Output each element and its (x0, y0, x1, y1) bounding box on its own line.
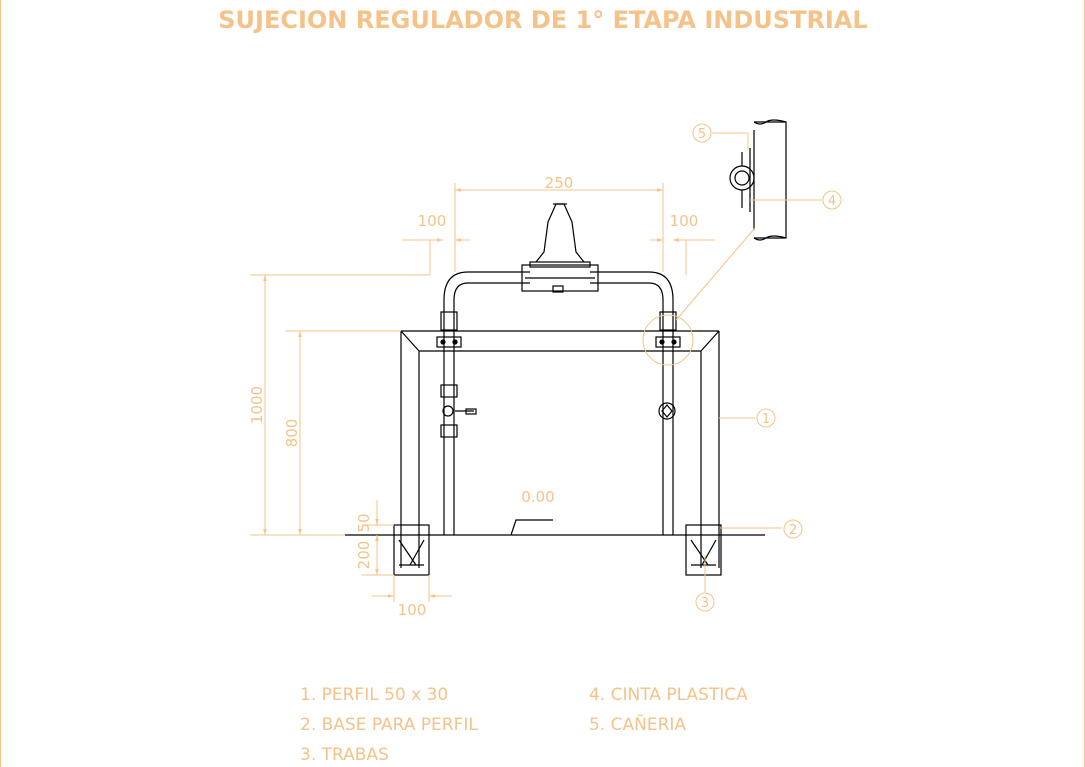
left-border-line (0, 0, 1, 767)
legend-item-5: 5. CAÑERIA (589, 713, 686, 735)
callout-1-label: 1 (762, 412, 770, 427)
base-left (393, 524, 430, 576)
drawing-title: SUJECION REGULADOR DE 1° ETAPA INDUSTRIA… (218, 6, 867, 34)
callout-5-circle (692, 123, 712, 143)
legend-item-1: 1. PERFIL 50 x 30 (300, 685, 448, 705)
dimension-lines (250, 132, 822, 602)
legend-item-4: 4. CINTA PLASTICA (589, 685, 748, 705)
callout-2-circle (783, 519, 803, 539)
callouts (692, 123, 842, 612)
dim-base-depth: 200 (355, 541, 373, 570)
clamp-detail (729, 119, 787, 241)
regulator-body (521, 203, 599, 293)
dim-base-embed: 50 (355, 513, 373, 532)
pipework (440, 271, 677, 535)
dim-top-width: 250 (545, 174, 574, 192)
callout-5-label: 5 (698, 127, 706, 142)
pipe-clamps (436, 336, 681, 348)
dim-right-offset: 100 (670, 212, 699, 230)
dim-left-offset: 100 (418, 212, 447, 230)
ground-level-line (345, 519, 765, 536)
callout-2-label: 2 (789, 523, 797, 538)
callout-4-circle (822, 190, 842, 210)
dim-base-width: 100 (398, 601, 427, 619)
callout-3-circle (695, 592, 715, 612)
legend-item-2: 2. BASE PARA PERFIL (300, 715, 478, 735)
steel-frame (400, 330, 720, 568)
dim-total-height: 1000 (248, 386, 266, 424)
dim-level: 0.00 (521, 488, 554, 506)
base-right (685, 524, 722, 576)
legend-item-3: 3. TRABAS (300, 745, 389, 765)
callout-3-label: 3 (701, 596, 709, 611)
dim-frame-height: 800 (283, 419, 301, 448)
callout-4-label: 4 (828, 194, 836, 209)
callout-1-circle (756, 408, 776, 428)
